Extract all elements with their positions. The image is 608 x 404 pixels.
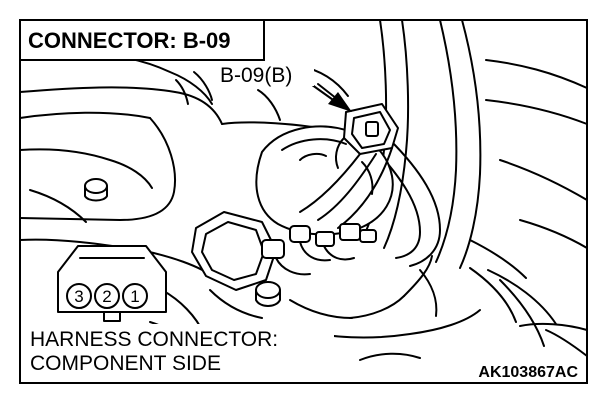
- reference-code: AK103867AC: [478, 364, 578, 381]
- connector-pin-1: 1: [122, 283, 148, 309]
- diagram-title: CONNECTOR: B-09: [28, 28, 231, 53]
- harness-caption-bg: [28, 324, 334, 376]
- title-box: [19, 19, 265, 61]
- engine-bay-illustration: [19, 19, 588, 369]
- reference-code-bg: [424, 360, 582, 380]
- harness-caption-line1: HARNESS CONNECTOR:: [30, 328, 278, 351]
- svg-text:1: 1: [130, 287, 139, 306]
- connector-pin-3: 3: [66, 283, 92, 309]
- svg-text:3: 3: [74, 287, 83, 306]
- harness-caption-line2: COMPONENT SIDE: [30, 352, 221, 375]
- callout-label-bg: [218, 62, 314, 86]
- connector-face-icon: 3 2 1: [57, 245, 167, 322]
- svg-text:2: 2: [102, 287, 111, 306]
- connector-pin-2: 2: [94, 283, 120, 309]
- callout-label: B-09(B): [220, 64, 292, 87]
